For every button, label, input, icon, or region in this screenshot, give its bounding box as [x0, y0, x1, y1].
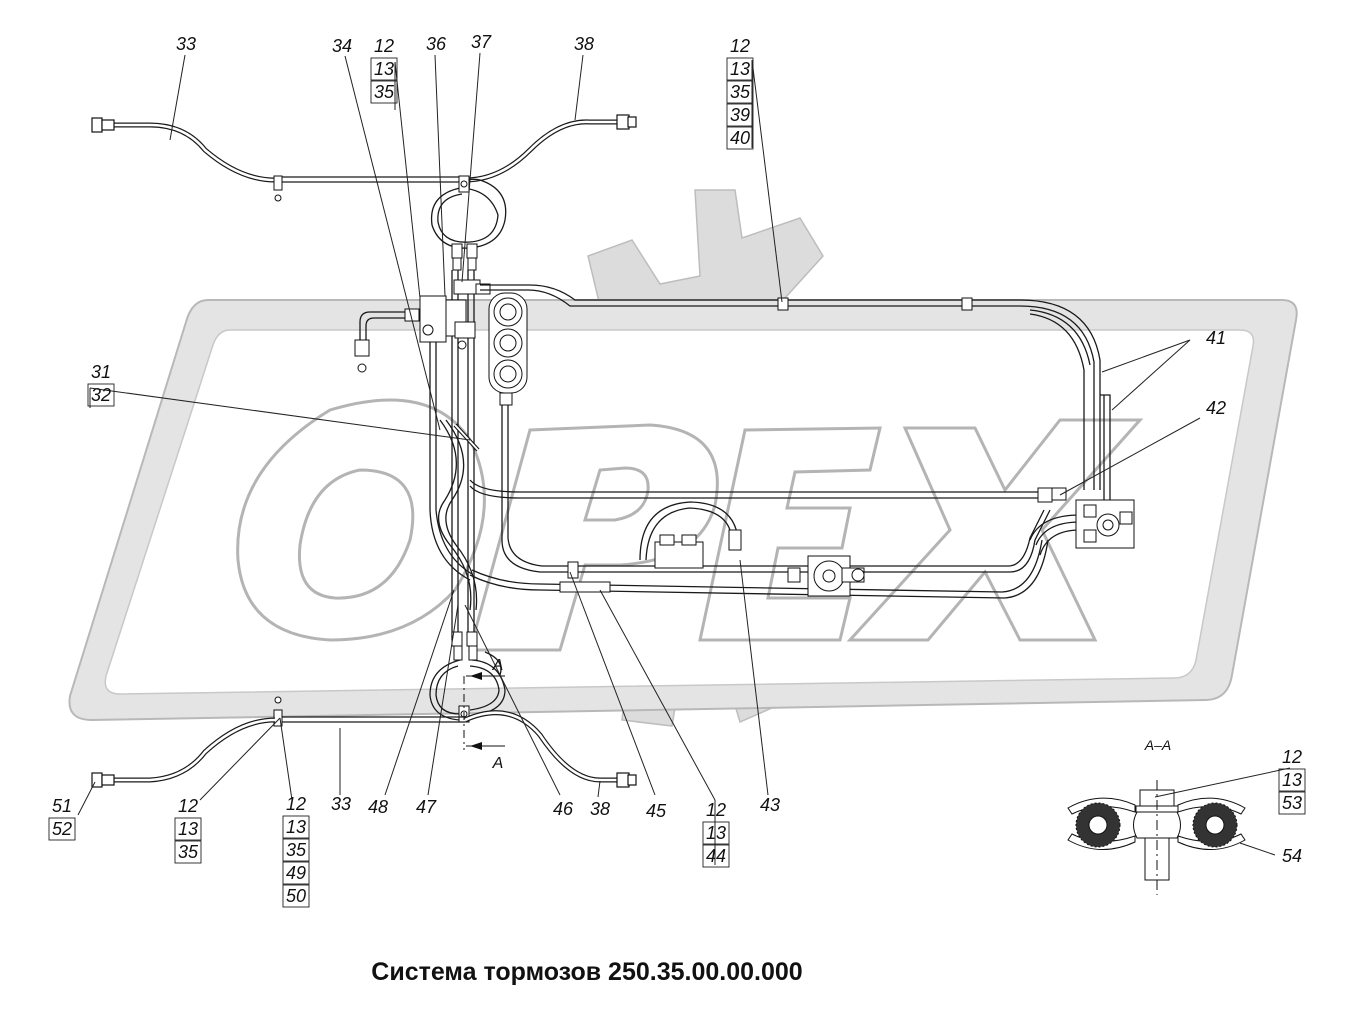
stack-s-top-right-box-3	[726, 103, 754, 127]
callout-54: 54	[1282, 846, 1302, 866]
stack-s-bot-12b-item-1: 13	[286, 817, 306, 837]
brake-chamber-front	[559, 501, 742, 593]
stack-s-31-box-1	[87, 383, 115, 407]
callout-42: 42	[1206, 398, 1226, 418]
stack-s-top-right-box-2	[726, 80, 754, 104]
callout-48: 48	[368, 797, 388, 817]
stack-s-bot-12c-item-1: 13	[706, 823, 726, 843]
callout-33-bottom: 33	[331, 794, 351, 814]
stack-s-top-left-item-1: 13	[374, 59, 394, 79]
stack-s-31-item-0: 31	[91, 362, 111, 382]
upper-tube-cross	[273, 175, 465, 202]
stack-s-section-item-0: 12	[1282, 747, 1302, 767]
section-label-a-a: А–А	[1144, 737, 1171, 753]
main-line-lower	[469, 405, 1081, 599]
stack-s-section-item-1: 13	[1282, 770, 1302, 790]
section-a-a-view	[1067, 780, 1246, 895]
stack-s-top-left-box-2	[370, 80, 398, 104]
stack-s-51-item-0: 51	[52, 796, 72, 816]
callout-43: 43	[760, 795, 780, 815]
pipe-layout	[91, 114, 1135, 788]
stack-s-top-right-box-1	[726, 57, 754, 81]
callout-46: 46	[553, 799, 574, 819]
main-line-middle	[469, 479, 1067, 503]
lower-loop	[429, 631, 506, 723]
stack-s-bot-12c-box-1	[702, 821, 730, 845]
watermark-logo	[68, 189, 1298, 727]
callout-37: 37	[471, 32, 492, 52]
main-line-upper	[480, 284, 1111, 500]
stack-s-top-left-item-0: 12	[374, 36, 394, 56]
stack-s-51-item-1: 52	[52, 819, 72, 839]
brake-valve-main	[787, 555, 865, 597]
stack-s-top-right-item-0: 12	[730, 36, 750, 56]
upper-hose-left	[91, 117, 276, 183]
stack-s-section-item-2: 53	[1282, 793, 1302, 813]
callout-33-top: 33	[176, 34, 196, 54]
callout-36: 36	[426, 34, 447, 54]
stack-s-top-right-box-4	[726, 126, 754, 150]
stack-s-bot-12b-box-2	[282, 838, 310, 862]
callout-34: 34	[332, 36, 352, 56]
pressure-receivers	[488, 292, 528, 406]
drawing-title: Система тормозов 250.35.00.00.000	[371, 958, 802, 986]
stack-s-bot-12b-item-0: 12	[286, 794, 306, 814]
stack-s-bot-12b-box-1	[282, 815, 310, 839]
stack-s-bot-12a-item-1: 13	[178, 819, 198, 839]
stack-s-top-right-item-1: 13	[730, 59, 750, 79]
stack-s-top-left-item-2: 35	[374, 82, 395, 102]
callout-38-top: 38	[574, 34, 594, 54]
valve-block	[354, 279, 491, 452]
stack-s-bot-12b-box-3	[282, 861, 310, 885]
stack-s-bot-12a-box-1	[174, 817, 202, 841]
stack-s-bot-12a-item-2: 35	[178, 842, 199, 862]
stack-s-top-right-item-2: 35	[730, 82, 751, 102]
rear-valve-block	[1075, 499, 1135, 549]
upper-loop	[430, 175, 507, 271]
callout-stacks: 12 13 35 12 13 35 39 40 31 32 51 52 12 13 35 12 13 35 49 50…	[48, 36, 1306, 908]
upper-hose-right	[464, 114, 637, 183]
stack-s-31-item-1: 32	[91, 385, 111, 405]
stack-s-bot-12b-item-2: 35	[286, 840, 307, 860]
callout-38-bottom: 38	[590, 799, 610, 819]
section-mark-top: А	[492, 657, 504, 674]
lower-hose-left	[91, 717, 276, 788]
callout-41: 41	[1206, 328, 1226, 348]
section-mark-bottom: А	[492, 755, 504, 772]
callout-labels: 33 34 36 37 38 41 42 43 45 46 47 48 33 3…	[176, 32, 1302, 866]
callout-45: 45	[646, 801, 667, 821]
stack-s-51-box-1	[48, 817, 76, 841]
stack-s-section-box-1	[1278, 768, 1306, 792]
section-cut-marker	[463, 651, 505, 750]
stack-s-bot-12c-item-2: 44	[706, 846, 726, 866]
stack-s-bot-12c-item-0: 12	[706, 800, 726, 820]
stack-s-bot-12a-item-0: 12	[178, 796, 198, 816]
stack-s-top-right-item-4: 40	[730, 128, 750, 148]
stack-s-section-box-2	[1278, 791, 1306, 815]
callout-47: 47	[416, 797, 437, 817]
stack-s-bot-12a-box-2	[174, 840, 202, 864]
stack-s-top-right-item-3: 39	[730, 105, 750, 125]
stack-s-bot-12b-item-3: 49	[286, 863, 306, 883]
stack-s-bot-12c-box-2	[702, 844, 730, 868]
stack-s-top-left-box-1	[370, 57, 398, 81]
stack-s-bot-12b-box-4	[282, 884, 310, 908]
lower-hose-right	[463, 710, 637, 788]
stack-s-bot-12b-item-4: 50	[286, 886, 306, 906]
